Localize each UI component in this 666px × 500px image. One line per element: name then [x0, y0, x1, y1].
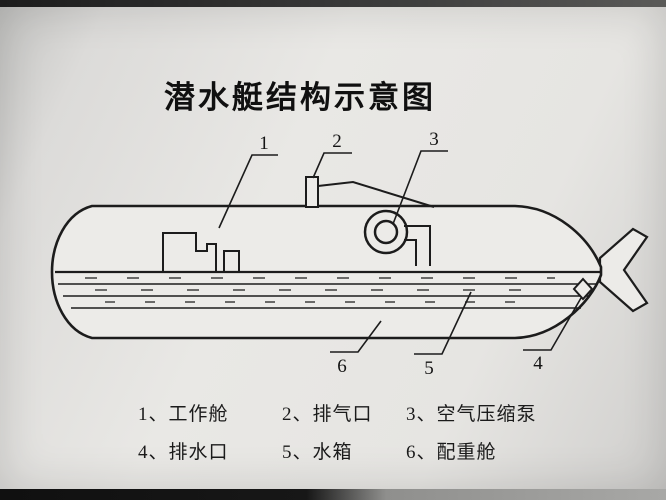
legend-item-3: 3、空气压缩泵 — [406, 404, 537, 425]
leader-line-4 — [523, 297, 582, 351]
leader-line-6 — [330, 320, 382, 353]
callout-number-5: 5 — [424, 358, 434, 379]
air-compressor-pump — [363, 209, 409, 255]
work-cabin-structure-small-block — [223, 250, 240, 272]
legend-item-6: 6、配重舱 — [406, 442, 497, 463]
diagram-title: 潜水艇结构示意图 — [164, 80, 436, 115]
work-cabin-structure — [162, 232, 217, 272]
leader-line-3 — [392, 150, 448, 225]
callout-number-3: 3 — [429, 129, 439, 150]
callout-number-6: 6 — [337, 356, 347, 377]
water-tank-lines — [55, 270, 600, 309]
deck-line — [317, 180, 435, 208]
photo-top-edge — [0, 0, 666, 7]
photo-bottom-edge — [0, 489, 666, 500]
exhaust-pipe — [305, 176, 319, 208]
leader-lines — [218, 150, 582, 355]
leader-line-1 — [218, 154, 278, 229]
callout-number-2: 2 — [332, 131, 342, 152]
legend-item-4: 4、排水口 — [138, 442, 229, 463]
tail-fin — [598, 227, 649, 313]
legend-item-2: 2、排气口 — [282, 404, 373, 425]
pump-duct — [404, 225, 431, 266]
leader-line-5 — [414, 291, 472, 355]
callout-number-4: 4 — [533, 353, 543, 374]
callout-number-1: 1 — [259, 133, 269, 154]
drain-outlet — [572, 277, 594, 301]
legend-item-1: 1、工作舱 — [138, 404, 229, 425]
leader-line-2 — [312, 152, 352, 179]
legend-item-5: 5、水箱 — [282, 442, 353, 463]
